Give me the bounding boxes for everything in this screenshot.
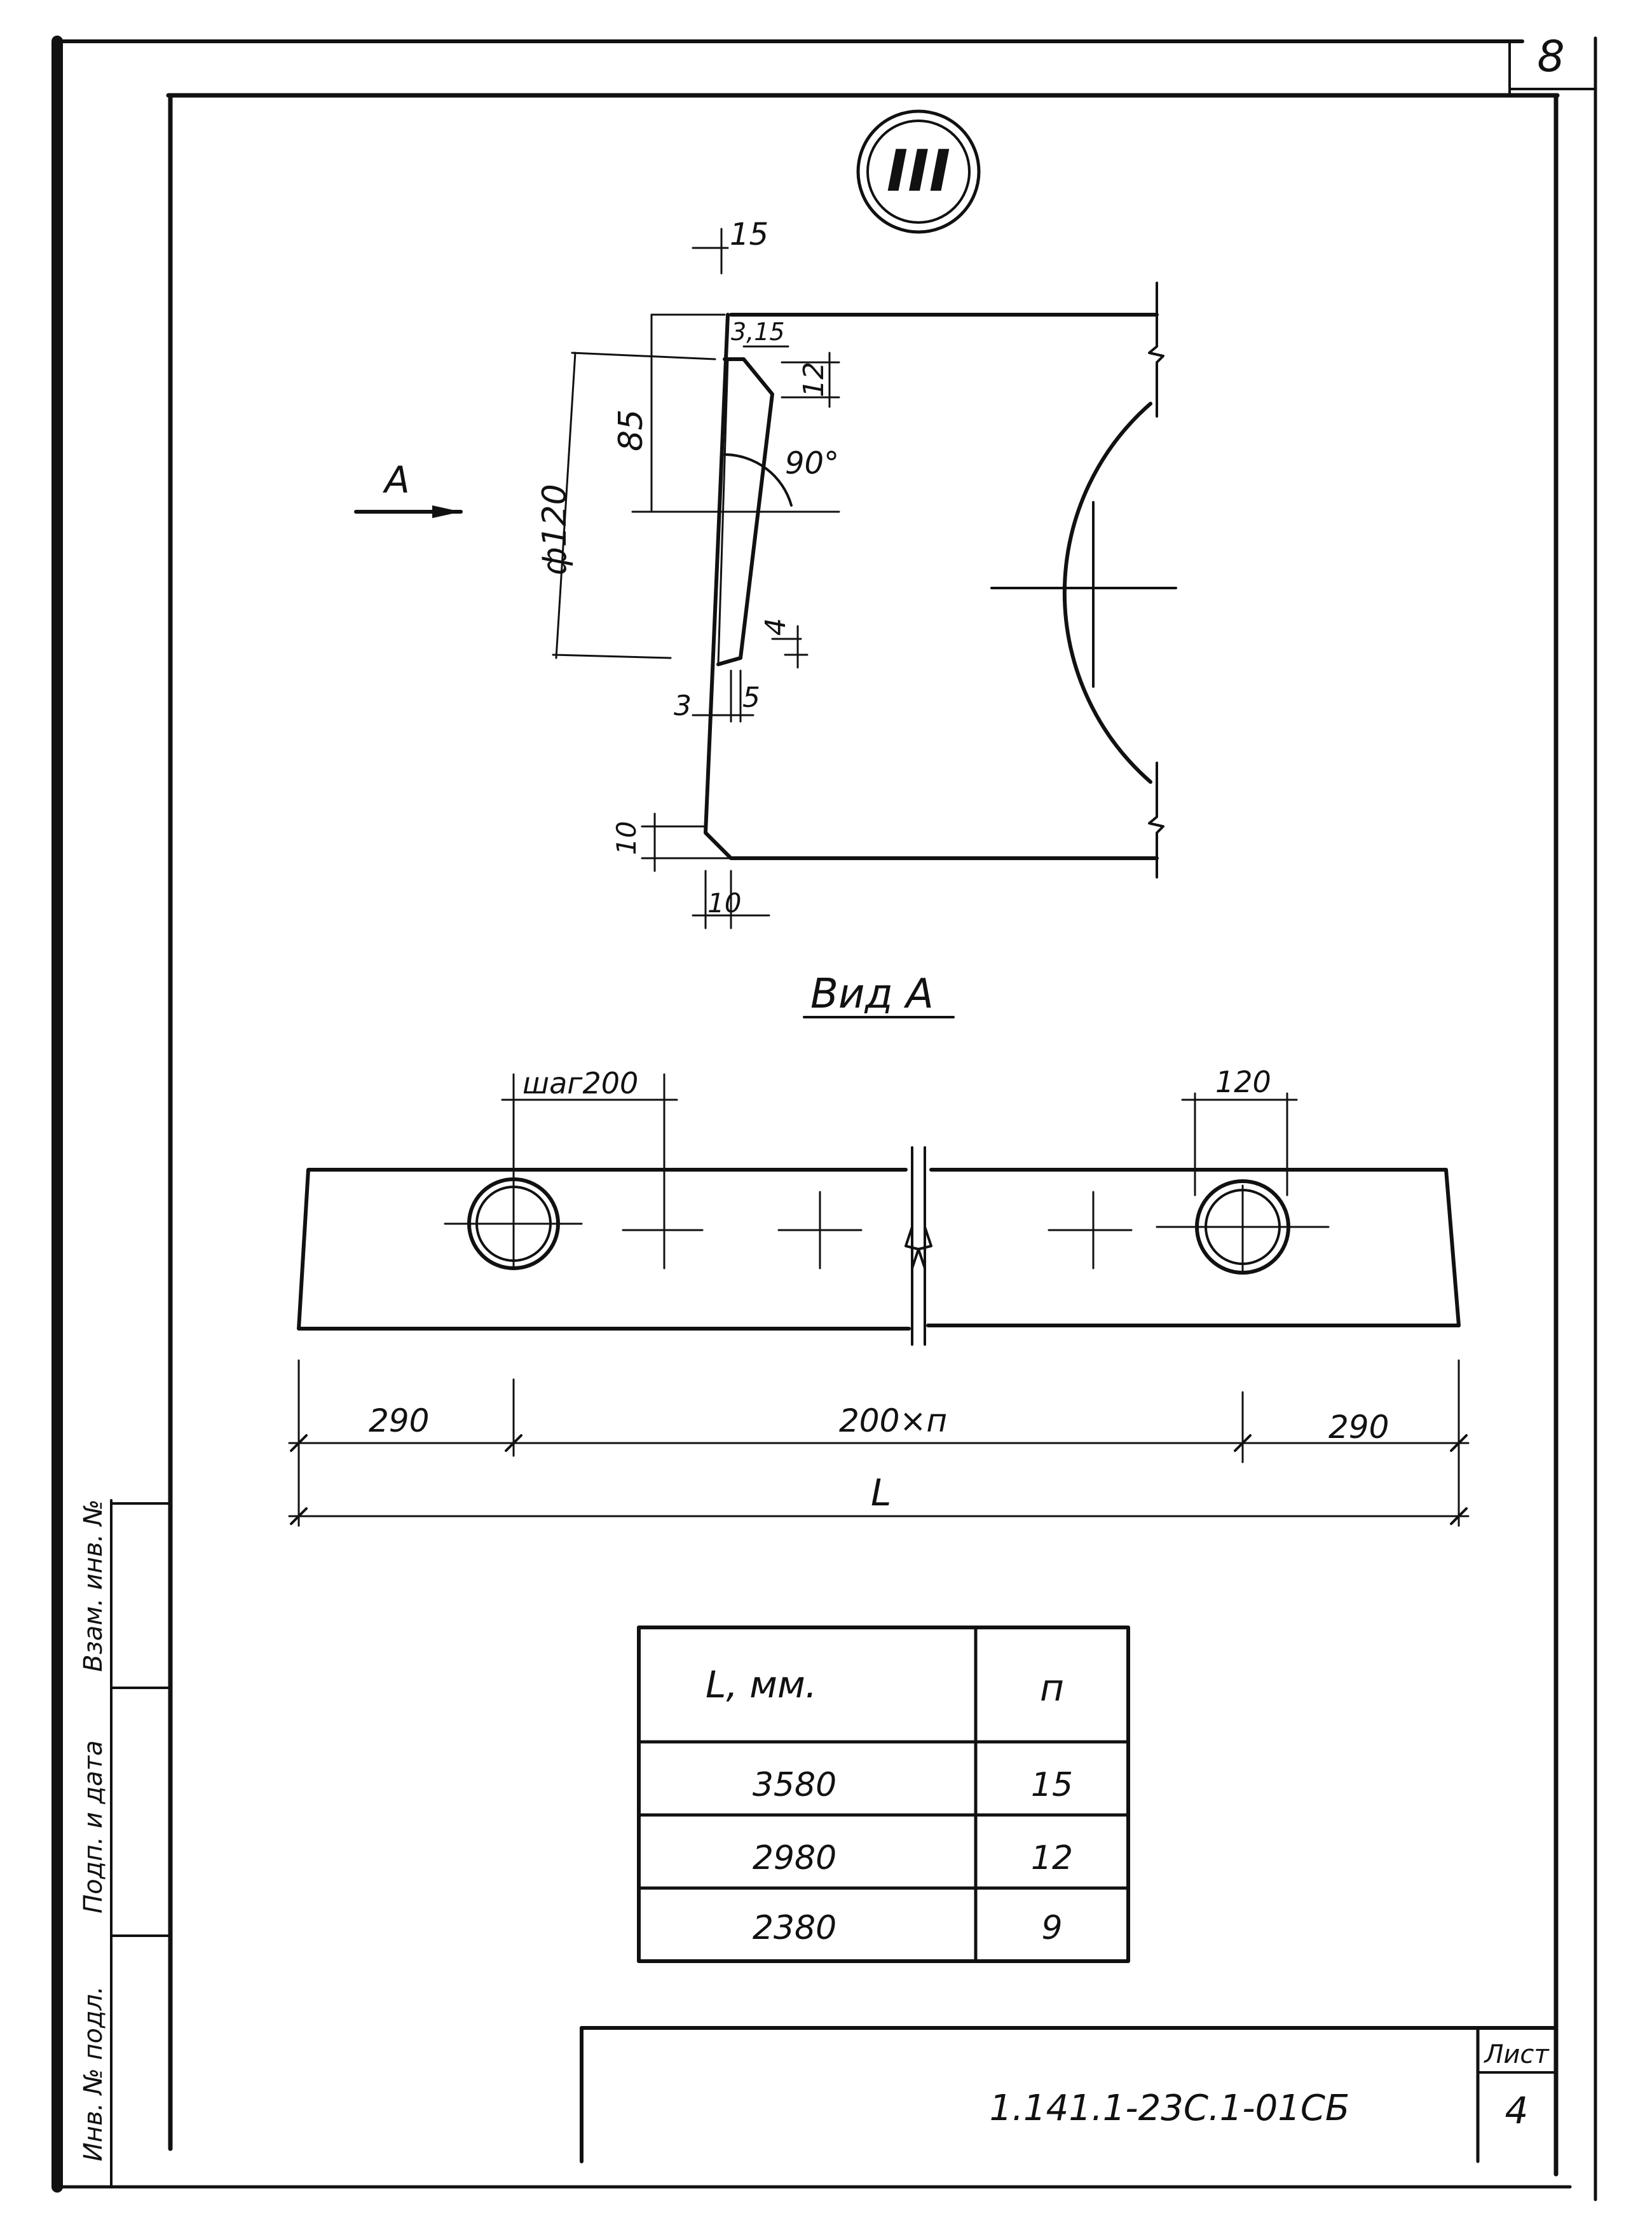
dim-end-right: 290	[1328, 1409, 1389, 1446]
list-number: 4	[1505, 2089, 1529, 2132]
title-block: 1.141.1-23С.1-01СБ Лист 4	[580, 2026, 1558, 2163]
dim-angle: 90°	[785, 446, 839, 481]
view-title-block: Вид А	[803, 971, 955, 1018]
dim-corner-v: 10	[611, 821, 642, 855]
side-stamp-column: Взам. инв. № Подп. и дата Инв. № подл.	[79, 1499, 172, 2188]
side-stamp-3: Инв. № подл.	[79, 1986, 108, 2161]
sheet-number: 8	[1537, 32, 1564, 82]
dim-diameter: ф120	[536, 484, 574, 575]
dim-corner-h: 10	[707, 887, 741, 919]
detail-section: 15 3,15 12 85 90° ф120 4 3 5 10 10	[536, 217, 1177, 929]
table-cell-length: 2980	[753, 1839, 836, 1877]
side-stamp-1: Взам. инв. №	[79, 1499, 108, 1672]
table-cell-n: 12	[1031, 1839, 1073, 1877]
table-cell-length: 3580	[753, 1766, 836, 1804]
table-cell-n: 9	[1041, 1909, 1062, 1947]
dim-top-offset: 15	[730, 217, 768, 252]
doc-code: 1.141.1-23С.1-01СБ	[990, 2088, 1350, 2129]
view-arrow: A	[354, 458, 463, 518]
table-header-n: п	[1040, 1666, 1064, 1709]
dim-height-85: 85	[612, 409, 650, 451]
dim-small-4: 4	[760, 618, 792, 636]
dim-step: шаг200	[522, 1066, 638, 1100]
table-cell-length: 2380	[753, 1909, 836, 1947]
lengths-table: L, мм. п 3580 15 2980 12 2380 9	[637, 1626, 1130, 1963]
table-cell-n: 15	[1031, 1766, 1073, 1804]
section-mark: III	[856, 109, 981, 234]
dim-chamfer-side: 12	[798, 362, 830, 397]
dim-end-left: 290	[369, 1402, 429, 1439]
dim-small-3: 3	[674, 690, 692, 722]
dim-total: L	[871, 1471, 891, 1514]
sheet-frame	[51, 36, 1597, 2201]
side-stamp-2: Подп. и дата	[79, 1741, 108, 1913]
dim-small-5: 5	[742, 681, 760, 714]
sheet-number-box: 8	[1508, 32, 1597, 90]
section-mark-label: III	[887, 138, 950, 205]
view-title: Вид А	[810, 971, 934, 1018]
list-label: Лист	[1483, 2040, 1550, 2069]
view-arrow-label: A	[382, 458, 410, 502]
plan-view: шаг200 120 290 200×п 290 L	[288, 1065, 1470, 1527]
dim-hole: 120	[1215, 1065, 1271, 1099]
table-header-length: L, мм.	[706, 1663, 817, 1706]
dim-middle: 200×п	[839, 1402, 947, 1439]
dim-chamfer-top: 3,15	[731, 318, 785, 346]
